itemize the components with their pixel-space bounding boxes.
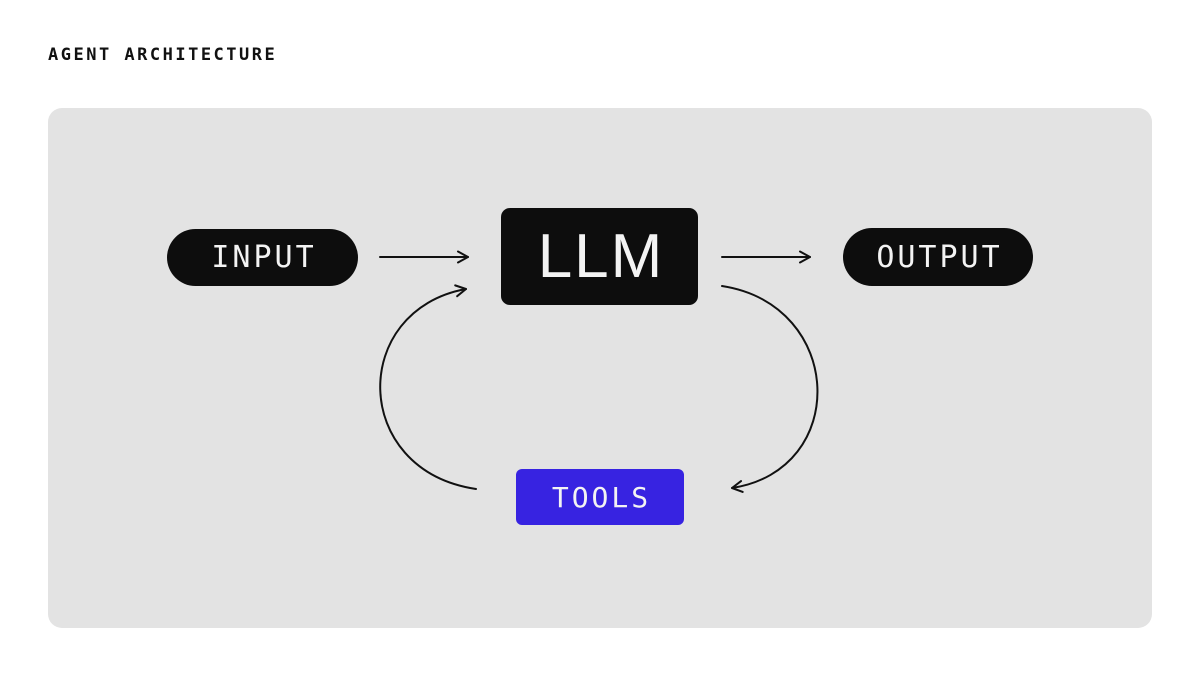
diagram-canvas — [48, 108, 1152, 628]
page-title: AGENT ARCHITECTURE — [48, 45, 278, 65]
node-tools: TOOLS — [516, 469, 684, 525]
node-input: INPUT — [167, 229, 358, 286]
node-output: OUTPUT — [843, 228, 1033, 286]
node-llm-label: LLM — [537, 222, 665, 291]
node-llm: LLM — [501, 208, 698, 305]
node-tools-label: TOOLS — [551, 480, 652, 514]
node-output-label: OUTPUT — [876, 239, 1003, 275]
node-input-label: INPUT — [211, 240, 317, 275]
